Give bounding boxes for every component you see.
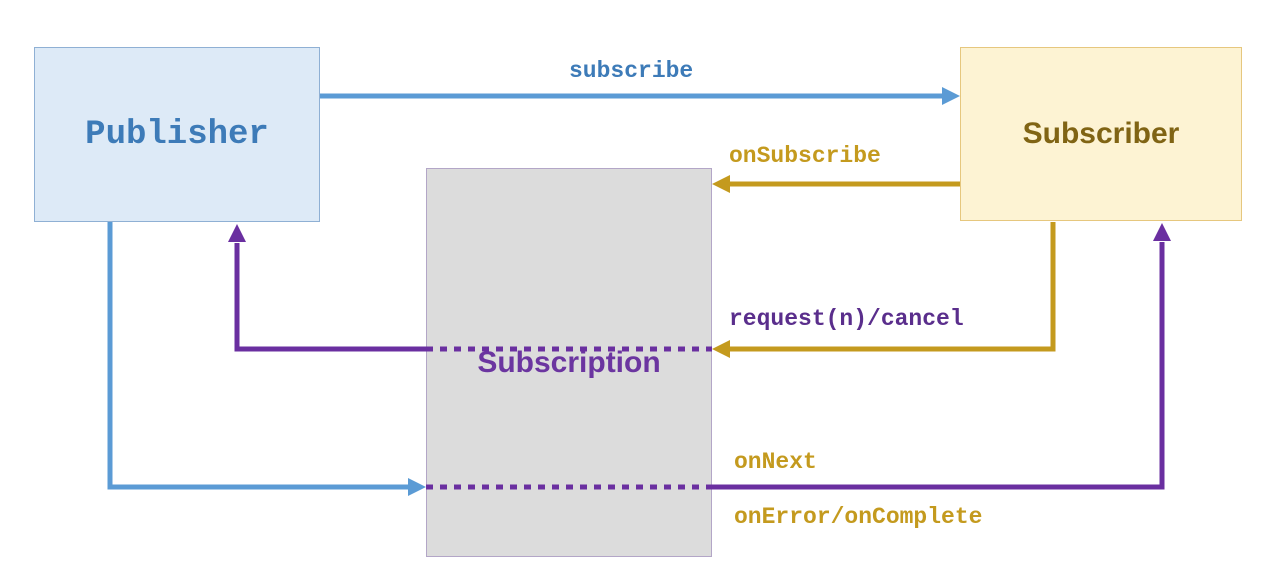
subscription-to-subscriber-line	[712, 242, 1165, 490]
edge-label-subscribe: subscribe	[569, 58, 694, 84]
edge-label-on-error-complete: onError/onComplete	[734, 504, 983, 530]
subscription-to-publisher-line	[234, 243, 426, 352]
edge-label-on-subscribe: onSubscribe	[729, 143, 881, 169]
subscribe-arrow-head	[942, 87, 960, 105]
publisher-label: Publisher	[85, 115, 269, 154]
subscription-to-publisher-head	[228, 224, 246, 242]
publisher-to-subscription-line	[107, 222, 408, 490]
subscriber-box: Subscriber	[960, 47, 1242, 221]
subscription-box: Subscription	[426, 168, 712, 557]
subscription-label: Subscription	[477, 345, 661, 379]
publisher-box: Publisher	[34, 47, 320, 222]
publisher-to-subscription-head	[408, 478, 426, 496]
subscriber-label: Subscriber	[1022, 117, 1180, 150]
on-subscribe-arrow-head	[712, 175, 730, 193]
edge-label-request-cancel: request(n)/cancel	[729, 306, 964, 332]
request-arrow-line	[730, 222, 1056, 352]
request-arrow-head	[712, 340, 730, 358]
edge-label-on-next: onNext	[734, 449, 817, 475]
subscription-to-subscriber-head	[1153, 223, 1171, 241]
